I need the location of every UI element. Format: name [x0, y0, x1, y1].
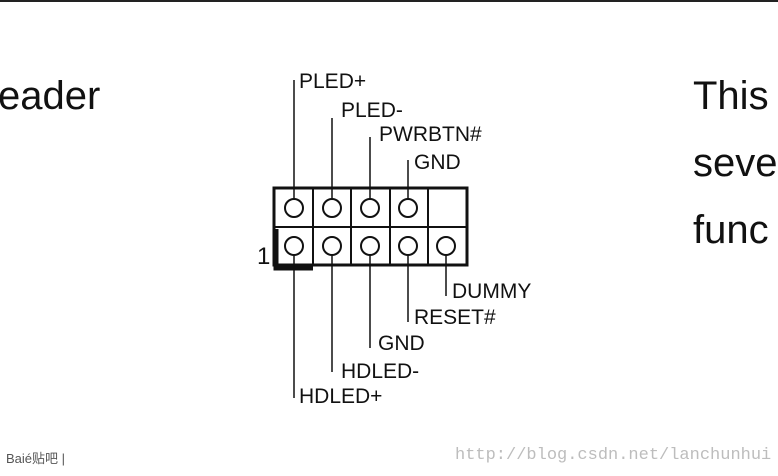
pin-bottom-2 — [322, 236, 342, 256]
label-gnd-top: GND — [414, 151, 461, 174]
pin-top-1 — [284, 198, 304, 218]
label-gnd-bottom: GND — [378, 332, 425, 355]
pin1-label: 1 — [257, 243, 270, 270]
label-hdled-plus: HDLED+ — [299, 385, 382, 408]
label-pled-minus: PLED- — [341, 99, 403, 122]
label-hdled-minus: HDLED- — [341, 360, 419, 383]
watermark-left: Baié贴吧 | — [6, 451, 66, 466]
watermark-right: http://blog.csdn.net/lanchunhui — [455, 446, 772, 465]
label-pwrbtn: PWRBTN# — [379, 123, 482, 146]
pin-bottom-4 — [398, 236, 418, 256]
pin-top-3 — [360, 198, 380, 218]
right-cropped-text-line-3: func — [693, 208, 769, 252]
pin-bottom-5 — [436, 236, 456, 256]
pin-top-2 — [322, 198, 342, 218]
pin-bottom-3 — [360, 236, 380, 256]
pin-top-4 — [398, 198, 418, 218]
label-reset: RESET# — [414, 306, 496, 329]
left-cropped-text: eader — [0, 74, 101, 118]
label-dummy: DUMMY — [452, 280, 531, 303]
right-cropped-text-line-1: This — [693, 74, 769, 118]
right-cropped-text-line-2: seve — [693, 141, 778, 185]
pin-bottom-1 — [284, 236, 304, 256]
label-pled-plus: PLED+ — [299, 70, 366, 93]
pin1-corner-marker — [273, 229, 313, 271]
top-border-line — [0, 0, 778, 2]
